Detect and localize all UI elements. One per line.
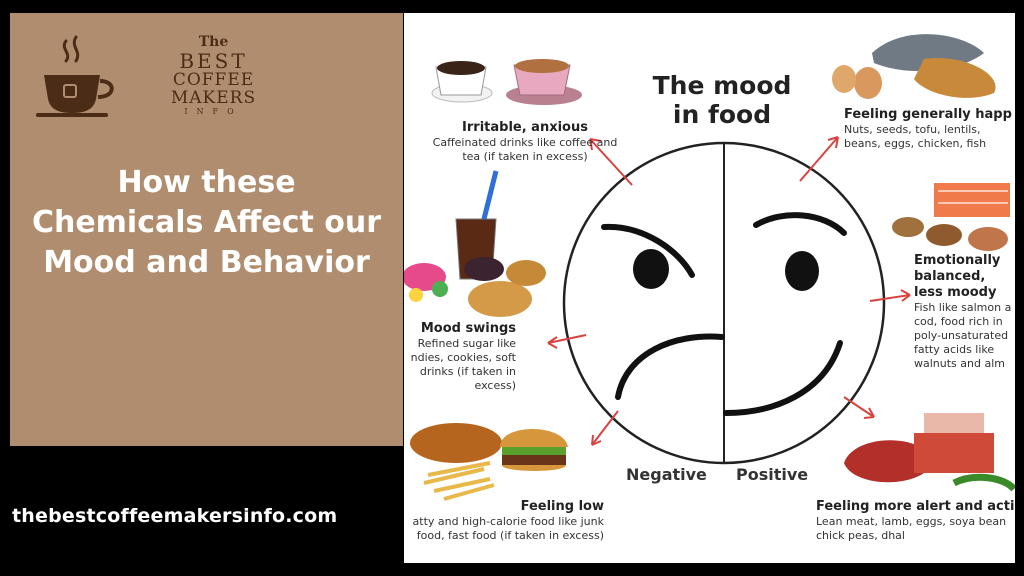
arrow-irritable	[589, 138, 633, 186]
mood-food-infographic: The mood in food Irritable, anxious Caff…	[404, 13, 1015, 563]
arrow-alert	[843, 396, 875, 418]
salmon-nuts-image	[892, 183, 1010, 251]
mood-description: Caffeinated drinks like coffee and tea (…	[432, 136, 618, 163]
site-url[interactable]: thebestcoffeemakersinfo.com	[12, 505, 338, 527]
mood-alert: Feeling more alert and acti Lean meat, l…	[816, 499, 1015, 543]
mood-heading: Feeling low	[520, 499, 604, 514]
negative-eyebrow	[601, 223, 695, 278]
mood-irritable: Irritable, anxious Caffeinated drinks li…	[432, 120, 618, 164]
fried-food-burger-image	[410, 423, 568, 501]
logo-the: The	[198, 34, 229, 50]
mood-heading: Mood swings	[420, 321, 516, 336]
arrows	[547, 136, 911, 446]
coffee-cups-image	[431, 59, 582, 105]
face-drawing	[404, 34, 1015, 501]
headline: How these Chemicals Affect our Mood and …	[31, 165, 382, 280]
mood-heading: Feeling generally happ	[844, 107, 1012, 122]
positive-label: Positive	[736, 465, 809, 484]
soda-sweets-image	[404, 170, 546, 317]
arrow-mood-swings	[547, 334, 587, 344]
arrow-feeling-low	[591, 410, 619, 446]
infographic-title: The mood in food	[652, 71, 792, 129]
mood-heading: Irritable, anxious	[462, 120, 588, 135]
arrow-happy	[799, 136, 839, 182]
coffee-cup-icon	[36, 35, 114, 117]
positive-eye	[785, 251, 819, 291]
brand-logo[interactable]: The BEST COFFEE MAKERS INFO	[36, 33, 296, 125]
mood-happy: Feeling generally happ Nuts, seeds, tofu…	[844, 107, 1015, 151]
mood-feeling-low: Feeling low atty and high-calorie food l…	[404, 499, 604, 543]
left-panel: The BEST COFFEE MAKERS INFO How these Ch…	[10, 13, 403, 446]
mood-description: Lean meat, lamb, eggs, soya bean chick p…	[816, 515, 1007, 542]
negative-label: Negative	[626, 465, 707, 484]
mood-heading: Emotionally balanced, less moody	[914, 253, 1001, 300]
positive-eyebrow	[753, 212, 847, 236]
logo-wordmark: The BEST COFFEE MAKERS INFO	[131, 33, 296, 117]
mood-description: Nuts, seeds, tofu, lentils, beans, eggs,…	[844, 123, 987, 150]
logo-coffee-makers: COFFEE MAKERS	[170, 70, 257, 108]
arrow-balanced	[869, 294, 911, 302]
frown-mouth	[615, 333, 725, 400]
mood-balanced: Emotionally balanced, less moody Fish li…	[914, 253, 1015, 371]
mood-mood-swings: Mood swings Refined sugar like ndies, co…	[404, 321, 516, 393]
fish-eggs-chicken-image	[832, 34, 996, 99]
smile-mouth	[723, 340, 843, 416]
logo-best: BEST	[179, 49, 248, 73]
mood-description: atty and high-calorie food like junk foo…	[412, 515, 604, 542]
logo-info: INFO	[184, 107, 243, 116]
negative-eye	[633, 249, 669, 289]
meat-beans-image	[844, 413, 1015, 492]
mood-heading: Feeling more alert and acti	[816, 499, 1015, 514]
mood-description: Fish like salmon a cod, food rich in pol…	[914, 301, 1012, 370]
mood-description: Refined sugar like ndies, cookies, soft …	[410, 337, 516, 392]
